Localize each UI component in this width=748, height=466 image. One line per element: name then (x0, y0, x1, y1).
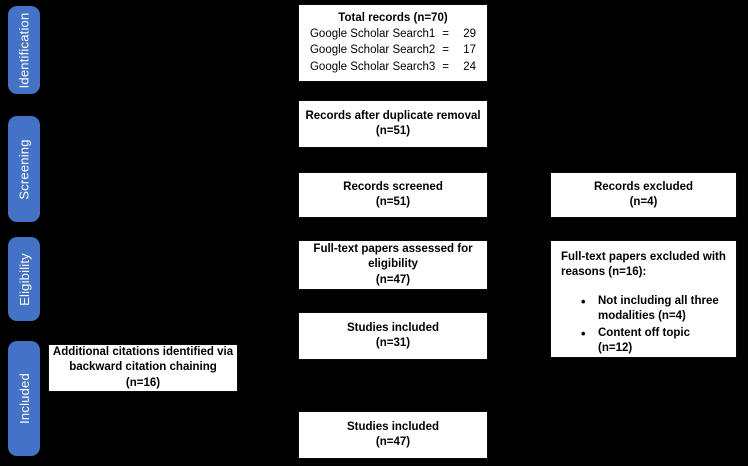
box-fulltext-excluded-with-reasons[interactable]: Full-text papers excluded with reasons (… (550, 240, 737, 358)
box-total-records-title: Total records (n=70) (338, 11, 448, 24)
box-fulltext-assessed-line2: eligibility (368, 258, 418, 271)
box-fulltext-assessed[interactable]: Full-text papers assessed for eligibilit… (298, 240, 488, 290)
stage-tab-identification-label: Identification (16, 12, 32, 88)
list-item: • Not including all three modalities (n=… (581, 294, 726, 325)
stage-tab-included-label: Included (16, 373, 32, 424)
box-studies-included-47-line1: Studies included (346, 420, 439, 433)
box-fulltext-excluded-head-line1: Full-text papers excluded with (561, 251, 726, 263)
table-row: Google Scholar Search1 = 29 (310, 26, 476, 42)
box-studies-included-47-count: (n=47) (375, 436, 411, 448)
box-studies-included-31-count: (n=31) (375, 337, 411, 349)
list-item: • Content off topic (n=12) (581, 326, 726, 357)
box-records-after-duplicate-removal[interactable]: Records after duplicate removal (n=51) (298, 100, 488, 148)
table-row: Google Scholar Search2 = 17 (310, 42, 476, 58)
bullet-icon: • (581, 325, 586, 341)
stage-tab-included[interactable]: Included (8, 341, 40, 456)
box-additional-citations[interactable]: Additional citations identified via back… (48, 344, 238, 392)
search-source-3: Google Scholar Search3 (309, 60, 436, 73)
box-records-screened-line1: Records screened (343, 180, 443, 193)
box-records-excluded-line1: Records excluded (593, 180, 694, 193)
box-fulltext-assessed-line1: Full-text papers assessed for (313, 243, 473, 256)
box-studies-included-47[interactable]: Studies included (n=47) (298, 411, 488, 459)
table-row: Google Scholar Search3 = 24 (310, 59, 476, 75)
exclusion-reason-1: Not including all three modalities (n=4) (598, 294, 719, 323)
box-fulltext-assessed-count: (n=47) (375, 273, 411, 286)
box-records-excluded-count: (n=4) (629, 196, 658, 208)
search-eq-3: = (442, 60, 450, 73)
exclusion-reason-2: Content off topic (n=12) (598, 326, 690, 355)
search-eq-2: = (442, 44, 450, 57)
exclusion-reason-list: • Not including all three modalities (n=… (561, 294, 726, 358)
box-total-records[interactable]: Total records (n=70) Google Scholar Sear… (298, 4, 488, 82)
search-source-table: Google Scholar Search1 = 29 Google Schol… (310, 26, 476, 75)
box-additional-citations-count: (n=16) (125, 376, 161, 389)
box-fulltext-excluded-head-line2: reasons (n=16): (561, 266, 647, 279)
search-count-3: 24 (463, 60, 477, 73)
box-records-screened-count: (n=51) (375, 196, 411, 208)
search-count-2: 17 (463, 44, 477, 57)
box-records-screened[interactable]: Records screened (n=51) (298, 172, 488, 218)
box-studies-included-31-line1: Studies included (346, 321, 439, 334)
search-source-1: Google Scholar Search1 (309, 28, 436, 41)
stage-tab-eligibility[interactable]: Eligibility (8, 237, 40, 321)
box-studies-included-31[interactable]: Studies included (n=31) (298, 312, 488, 360)
search-count-1: 29 (463, 28, 477, 41)
stage-tab-screening-label: Screening (16, 138, 32, 200)
box-after-duplicates-line1: Records after duplicate removal (305, 109, 481, 122)
bullet-icon: • (581, 293, 586, 309)
box-additional-citations-line2: backward citation chaining (69, 361, 217, 374)
box-after-duplicates-count: (n=51) (375, 125, 411, 137)
stage-tab-eligibility-label: Eligibility (16, 252, 32, 306)
stage-tab-identification[interactable]: Identification (8, 6, 40, 94)
box-additional-citations-line1: Additional citations identified via (52, 346, 234, 359)
stage-tab-screening[interactable]: Screening (8, 116, 40, 222)
box-records-excluded[interactable]: Records excluded (n=4) (550, 172, 737, 218)
search-source-2: Google Scholar Search2 (309, 44, 436, 57)
search-eq-1: = (442, 28, 450, 41)
